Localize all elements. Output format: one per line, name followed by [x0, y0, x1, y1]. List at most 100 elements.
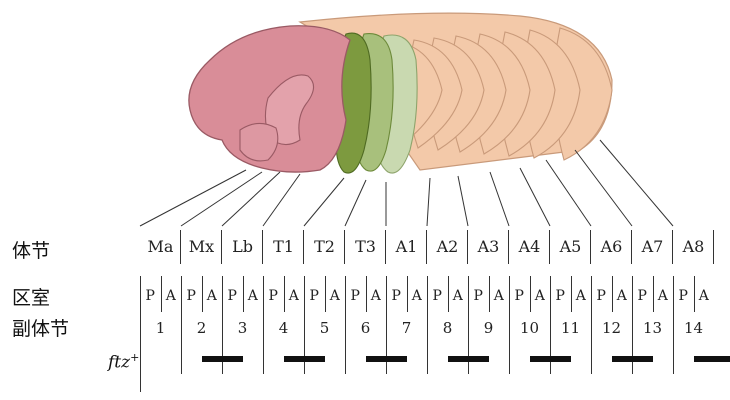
row-label-compartments: 区室 [12, 287, 51, 309]
compartment-boundary [652, 276, 654, 312]
compartment-boundary [488, 276, 490, 312]
ftz-stripe [365, 356, 407, 362]
segment-boundary [549, 230, 550, 264]
compartment-boundary [160, 276, 162, 312]
compartment-boundary [181, 276, 182, 312]
compartment-label: A [657, 288, 668, 304]
ftz-stripe [447, 356, 489, 362]
parasegment-boundary [140, 312, 141, 392]
compartment-boundary [632, 276, 633, 312]
compartment-label: P [432, 288, 442, 304]
ftz-gene-superscript: + [130, 351, 140, 364]
segment-label: A5 [559, 237, 582, 256]
parasegment-label: 12 [601, 319, 622, 337]
segment-label: A4 [518, 237, 541, 256]
head-lobe [239, 122, 279, 162]
compartment-label: A [534, 288, 545, 304]
compartment-label: A [452, 288, 463, 304]
segment-label: A1 [395, 237, 418, 256]
segment-label: Lb [232, 237, 253, 256]
segment-connector-line [344, 179, 367, 227]
compartment-label: A [575, 288, 586, 304]
compartment-boundary [468, 276, 469, 312]
row-label-segments: 体节 [12, 240, 51, 262]
parasegment-boundary [550, 312, 551, 374]
segment-connector-line [599, 139, 674, 227]
segment-label: A3 [477, 237, 500, 256]
compartment-boundary [447, 276, 449, 312]
compartment-label: P [391, 288, 401, 304]
segment-label: A8 [682, 237, 705, 256]
compartment-boundary [406, 276, 408, 312]
segment-label: T2 [314, 237, 335, 256]
segment-boundary [713, 230, 714, 264]
compartment-label: P [145, 288, 155, 304]
ftz-stripe [529, 356, 571, 362]
segment-label: Mx [188, 237, 215, 256]
segment-boundary [467, 230, 468, 264]
compartment-label: A [493, 288, 504, 304]
parasegment-label: 1 [155, 319, 166, 337]
segment-connector-line [545, 159, 592, 227]
parasegment-boundary [632, 312, 633, 374]
segment-boundary [221, 230, 222, 264]
ftz-stripe [693, 356, 730, 362]
compartment-boundary [673, 276, 674, 312]
segment-connector-line [519, 167, 551, 227]
compartment-boundary [509, 276, 510, 312]
compartment-label: A [411, 288, 422, 304]
ftz-stripe [611, 356, 653, 362]
compartment-boundary [263, 276, 264, 312]
segment-label: A6 [600, 237, 623, 256]
compartment-boundary [693, 276, 695, 312]
compartment-label: A [698, 288, 709, 304]
segment-connector-line [489, 171, 510, 227]
compartment-label: P [555, 288, 565, 304]
compartment-boundary [283, 276, 285, 312]
segment-connector-line [457, 175, 469, 227]
segment-boundary [385, 230, 386, 264]
compartment-label: P [186, 288, 196, 304]
segment-connector-line [426, 177, 431, 227]
segment-connector-line [262, 173, 301, 227]
parasegment-boundary [181, 312, 182, 374]
compartment-label: P [227, 288, 237, 304]
segment-label: A2 [436, 237, 459, 256]
segment-boundary [426, 230, 427, 264]
compartment-boundary [550, 276, 551, 312]
segment-connector-line [221, 171, 281, 227]
compartment-boundary [140, 276, 141, 312]
parasegment-label: 7 [401, 319, 412, 337]
compartment-boundary [304, 276, 305, 312]
ftz-gene-name: ftz [108, 352, 131, 373]
segment-label: T1 [273, 237, 294, 256]
parasegment-boundary [468, 312, 469, 374]
parasegment-label: 8 [442, 319, 453, 337]
ftz-gene-label: ftz+ [108, 351, 139, 373]
compartment-boundary [386, 276, 387, 312]
segment-connector-line [180, 171, 263, 227]
parasegment-boundary [386, 312, 387, 374]
parasegment-label: 14 [683, 319, 704, 337]
compartment-label: P [473, 288, 483, 304]
parasegment-boundary [222, 312, 223, 374]
parasegment-label: 5 [319, 319, 330, 337]
compartment-boundary [365, 276, 367, 312]
compartment-boundary [611, 276, 613, 312]
compartment-label: A [206, 288, 217, 304]
compartment-boundary [427, 276, 428, 312]
compartment-boundary [324, 276, 326, 312]
compartment-label: P [350, 288, 360, 304]
parasegment-label: 3 [237, 319, 248, 337]
compartment-label: P [514, 288, 524, 304]
segment-connector-line [574, 149, 633, 227]
parasegment-boundary [673, 312, 674, 374]
compartment-label: A [329, 288, 340, 304]
segment-connector-line [303, 177, 345, 227]
parasegment-boundary [427, 312, 428, 374]
ftz-stripe [283, 356, 325, 362]
compartment-boundary [345, 276, 346, 312]
compartment-label: P [268, 288, 278, 304]
